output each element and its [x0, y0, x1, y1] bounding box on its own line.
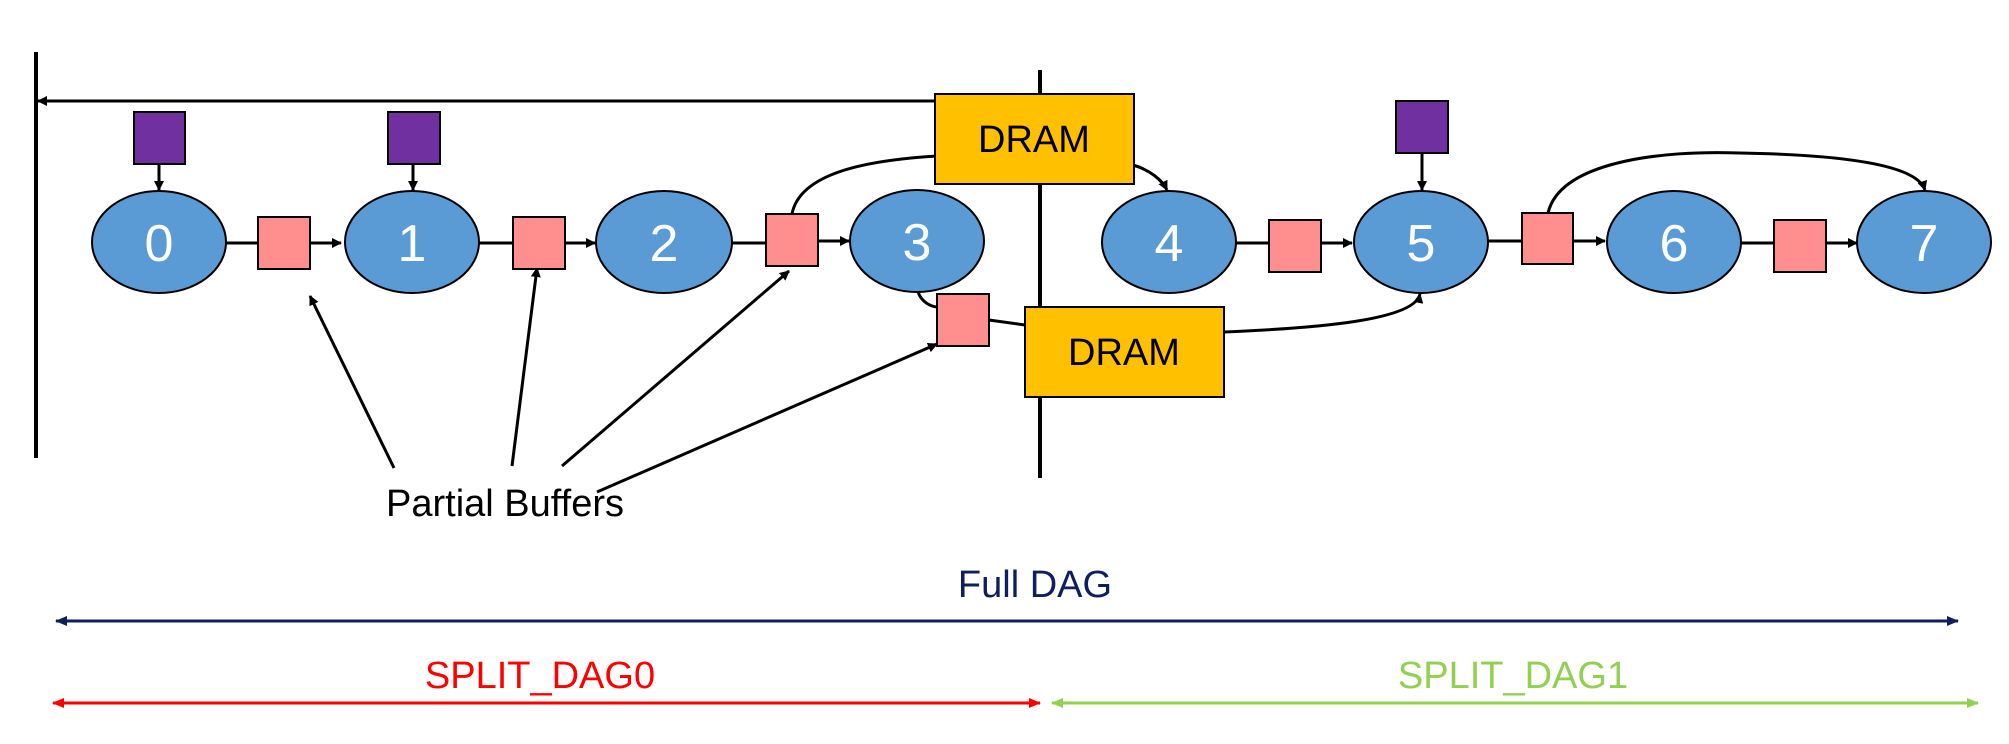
input-square-node-1 [387, 111, 441, 165]
dram-top-label: DRAM [978, 119, 1090, 161]
input-square-node-5 [1395, 100, 1449, 154]
partial-buffer-3-dram [936, 293, 990, 347]
dram-box-bottom: DRAM [1024, 306, 1225, 398]
node-4-label: 4 [1155, 215, 1184, 273]
buffer-to-dram-bottom-edge [988, 318, 1026, 327]
partial-buffer-1-2 [512, 216, 566, 270]
split-dag0-label: SPLIT_DAG0 [425, 655, 655, 697]
partial-buffer-6-7 [1773, 219, 1827, 273]
partial-buffer-0-1 [257, 216, 311, 270]
node-7-label: 7 [1910, 215, 1939, 273]
partial-buffer-pointers [308, 267, 938, 494]
dram-bottom-to-node5-edge [1223, 293, 1424, 334]
input-square-node-0 [133, 111, 186, 165]
node-7: 7 [1856, 190, 1992, 294]
buffer5-to-node7-edge [1546, 151, 1928, 214]
node-1: 1 [344, 190, 480, 294]
node-5: 5 [1353, 190, 1489, 294]
node-5-label: 5 [1407, 215, 1436, 273]
dram-to-node4-edge [1132, 163, 1169, 191]
partial-buffer-4-5 [1268, 219, 1322, 273]
partial-buffer-2-3 [765, 213, 819, 267]
node-3-label: 3 [903, 214, 932, 272]
node-6: 6 [1606, 190, 1742, 294]
chain-edges [226, 236, 1858, 248]
node-3: 3 [849, 189, 985, 293]
node-2-label: 2 [650, 215, 679, 273]
dram-bottom-label: DRAM [1068, 332, 1180, 374]
node-1-label: 1 [398, 215, 427, 273]
node3-to-buffer-edge [916, 291, 939, 309]
node-6-label: 6 [1660, 215, 1689, 273]
node-0-label: 0 [145, 215, 174, 273]
split-dag1-label: SPLIT_DAG1 [1398, 655, 1628, 697]
node-2: 2 [595, 190, 733, 294]
node-4: 4 [1101, 190, 1237, 294]
node-0: 0 [91, 190, 227, 294]
partial-buffers-label: Partial Buffers [386, 483, 624, 525]
dram-box-top: DRAM [934, 93, 1135, 185]
full-dag-label: Full DAG [958, 564, 1112, 606]
partial-buffer-5-6 [1521, 212, 1574, 265]
buffer2-to-dram-edge [790, 154, 938, 215]
